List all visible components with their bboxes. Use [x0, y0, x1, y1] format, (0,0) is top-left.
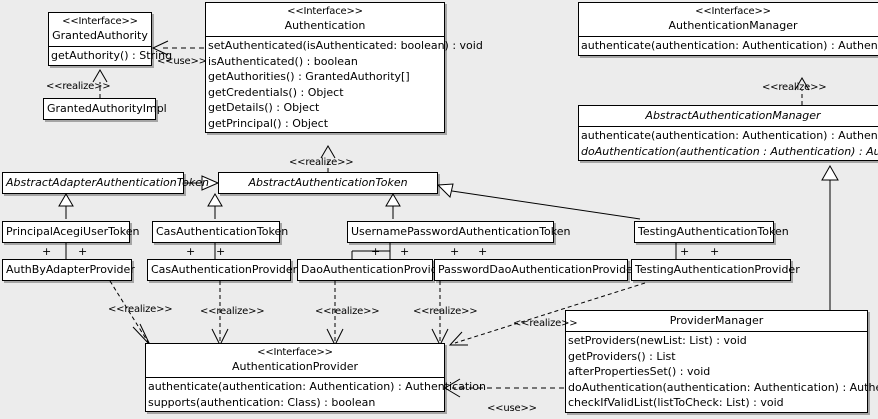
label-realize-testing-provider: <<realize>> — [513, 318, 578, 329]
class-authentication-header: <<Interface>> Authentication — [206, 3, 444, 36]
class-provider-manager-members: setProviders(newList: List) : void getPr… — [566, 332, 878, 412]
class-abstract-authentication-manager-header: AbstractAuthenticationManager — [579, 106, 878, 126]
class-password-dao-authentication-provider[interactable]: PasswordDaoAuthenticationProvider — [434, 259, 637, 281]
arrowhead-username-password-token-generalization — [385, 193, 401, 207]
member-get-authorities: getAuthorities() : GrantedAuthority[] — [208, 70, 410, 83]
class-authentication[interactable]: <<Interface>> Authentication setAuthenti… — [205, 2, 483, 133]
multiplicity-plus: + — [42, 245, 52, 258]
compartment-divider — [579, 36, 878, 37]
link-testing-token-generalization — [451, 190, 641, 220]
class-name: GrantedAuthority — [52, 29, 148, 42]
label-realize-password-dao-provider: <<realize>> — [413, 306, 478, 317]
class-name: AbstractAuthenticationManager — [645, 109, 821, 122]
class-authentication-manager[interactable]: <<Interface>> AuthenticationManager auth… — [578, 2, 878, 56]
class-authentication-members: setAuthenticated(isAuthenticated: boolea… — [206, 37, 483, 132]
member-supports: supports(authentication: Class) : boolea… — [148, 395, 376, 409]
member-get-authority: getAuthority() : String — [51, 49, 173, 62]
class-authentication-provider[interactable]: <<Interface>> AuthenticationProvider aut… — [145, 343, 486, 412]
stereotype-interface: <<Interface>> — [695, 6, 771, 17]
class-name: AuthenticationProvider — [231, 360, 359, 373]
stereotype-interface: <<Interface>> — [62, 16, 138, 27]
label-realize-auth-by-adapter: <<realize>> — [108, 304, 173, 315]
class-granted-authority-impl[interactable]: GrantedAuthorityImpl — [43, 98, 167, 120]
class-username-password-authentication-token[interactable]: UsernamePasswordAuthenticationToken — [347, 221, 571, 243]
class-principal-acegi-user-token[interactable]: PrincipalAcegiUserToken — [2, 221, 139, 243]
multiplicity-plus: + — [450, 245, 460, 258]
class-abstract-adapter-authentication-token[interactable]: AbstractAdapterAuthenticationToken — [2, 172, 209, 194]
stereotype-interface: <<Interface>> — [257, 347, 333, 358]
multiplicity-plus: + — [478, 245, 488, 258]
arrowhead-principal-token-generalization — [58, 193, 74, 207]
class-cas-authentication-provider[interactable]: CasAuthenticationProvider — [147, 259, 297, 281]
member-is-authenticated: isAuthenticated() : boolean — [208, 54, 358, 68]
class-cas-authentication-token[interactable]: CasAuthenticationToken — [152, 221, 288, 243]
label-realize-abstract-manager: <<realize>> — [762, 82, 827, 93]
member-set-authenticated: setAuthenticated(isAuthenticated: boolea… — [208, 39, 483, 52]
class-auth-by-adapter-provider[interactable]: AuthByAdapterProvider — [2, 259, 135, 281]
label-use-provider-manager: <<use>> — [487, 403, 537, 414]
label-realize-abstract-token: <<realize>> — [289, 157, 354, 168]
compartment-divider — [566, 331, 867, 332]
arrowhead-cas-token-generalization — [207, 193, 223, 207]
multiplicity-plus: + — [186, 245, 196, 258]
member-get-principal: getPrincipal() : Object — [208, 116, 329, 130]
member-get-credentials: getCredentials() : Object — [208, 85, 344, 99]
class-abstract-authentication-manager-members: authenticate(authentication: Authenticat… — [579, 127, 878, 160]
compartment-divider — [146, 377, 444, 378]
compartment-divider — [206, 36, 444, 37]
multiplicity-plus: + — [710, 245, 720, 258]
member-check-if-valid-list: checkIfValidList(listToCheck: List) : vo… — [568, 396, 784, 409]
class-provider-manager-header: ProviderManager — [566, 311, 867, 331]
stereotype-interface: <<Interface>> — [287, 6, 363, 17]
class-testing-authentication-provider[interactable]: TestingAuthenticationProvider — [631, 259, 800, 281]
multiplicity-plus: + — [400, 245, 410, 258]
label-use-authentication-granted-authority: <<use>> — [157, 56, 207, 67]
member-get-details: getDetails() : Object — [208, 101, 320, 114]
label-realize-dao-provider: <<realize>> — [315, 306, 380, 317]
member-set-providers: setProviders(newList: List) : void — [568, 334, 747, 347]
label-realize-granted-authority-impl: <<realize>> — [46, 81, 111, 92]
class-name: AuthenticationManager — [668, 19, 798, 32]
class-authentication-provider-members: authenticate(authentication: Authenticat… — [146, 378, 486, 411]
class-authentication-provider-header: <<Interface>> AuthenticationProvider — [146, 344, 444, 377]
multiplicity-plus: + — [371, 245, 381, 258]
member-do-authentication: doAuthentication(authentication : Authen… — [581, 144, 878, 158]
member-do-authentication: doAuthentication(authentication: Authent… — [568, 380, 878, 394]
arrowhead-testing-provider-realize — [448, 331, 468, 346]
class-granted-authority[interactable]: <<Interface>> GrantedAuthority getAuthor… — [48, 12, 173, 66]
multiplicity-plus: + — [680, 245, 690, 258]
member-authenticate: authenticate(authentication: Authenticat… — [581, 129, 878, 142]
arrowhead-provider-manager-generalization — [821, 164, 839, 181]
arrowhead-authbyadapter-realize — [132, 323, 151, 346]
class-name: ProviderManager — [669, 314, 764, 327]
class-dao-authentication-provider[interactable]: DaoAuthenticationProvider — [297, 259, 449, 281]
class-provider-manager[interactable]: ProviderManager setProviders(newList: Li… — [565, 310, 878, 413]
class-abstract-authentication-manager[interactable]: AbstractAuthenticationManager authentica… — [578, 105, 878, 161]
compartment-divider — [49, 46, 151, 47]
compartment-divider — [579, 126, 878, 127]
class-granted-authority-members: getAuthority() : String — [49, 47, 173, 65]
class-authentication-manager-header: <<Interface>> AuthenticationManager — [579, 3, 878, 36]
class-abstract-authentication-token[interactable]: AbstractAuthenticationToken — [218, 172, 438, 194]
member-authenticate: authenticate(authentication: Authenticat… — [148, 380, 486, 393]
member-get-providers: getProviders() : List — [568, 349, 676, 363]
class-name: Authentication — [284, 19, 366, 32]
member-after-properties-set: afterPropertiesSet() : void — [568, 365, 711, 378]
class-granted-authority-header: <<Interface>> GrantedAuthority — [49, 13, 151, 46]
class-authentication-manager-members: authenticate(authentication: Authenticat… — [579, 37, 878, 55]
class-testing-authentication-token[interactable]: TestingAuthenticationToken — [634, 221, 789, 243]
multiplicity-plus: + — [216, 245, 226, 258]
multiplicity-plus: + — [78, 245, 88, 258]
label-realize-cas-provider: <<realize>> — [200, 306, 265, 317]
member-authenticate: authenticate(authentication: Authenticat… — [581, 39, 878, 52]
arrowhead-testing-token-generalization — [436, 183, 454, 198]
